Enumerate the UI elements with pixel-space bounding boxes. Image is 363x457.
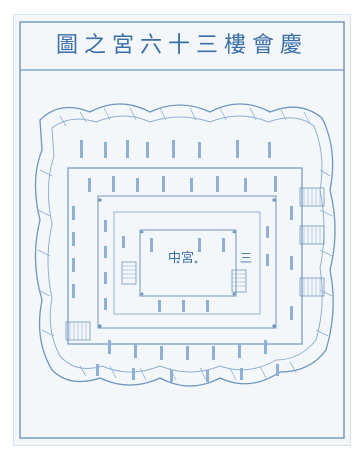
diagram-title: 圖之宮六十三樓會慶 (55, 33, 308, 58)
pillar-dots (98, 198, 276, 328)
room-markings (72, 140, 293, 382)
border-hatching (37, 107, 333, 381)
mountain-border-outer (34, 103, 336, 387)
outer-courtyard-wall (67, 167, 303, 345)
stairways (65, 187, 325, 341)
center-hall-label: 中宮 (168, 250, 194, 266)
middle-courtyard-wall (97, 195, 277, 329)
mountain-border-inner (47, 115, 325, 373)
central-hall-wall (139, 229, 237, 297)
stair-treads (69, 188, 321, 340)
inner-courtyard-wall (113, 211, 261, 315)
right-hall-marker: 三 (240, 251, 252, 265)
outer-frame (19, 21, 345, 439)
